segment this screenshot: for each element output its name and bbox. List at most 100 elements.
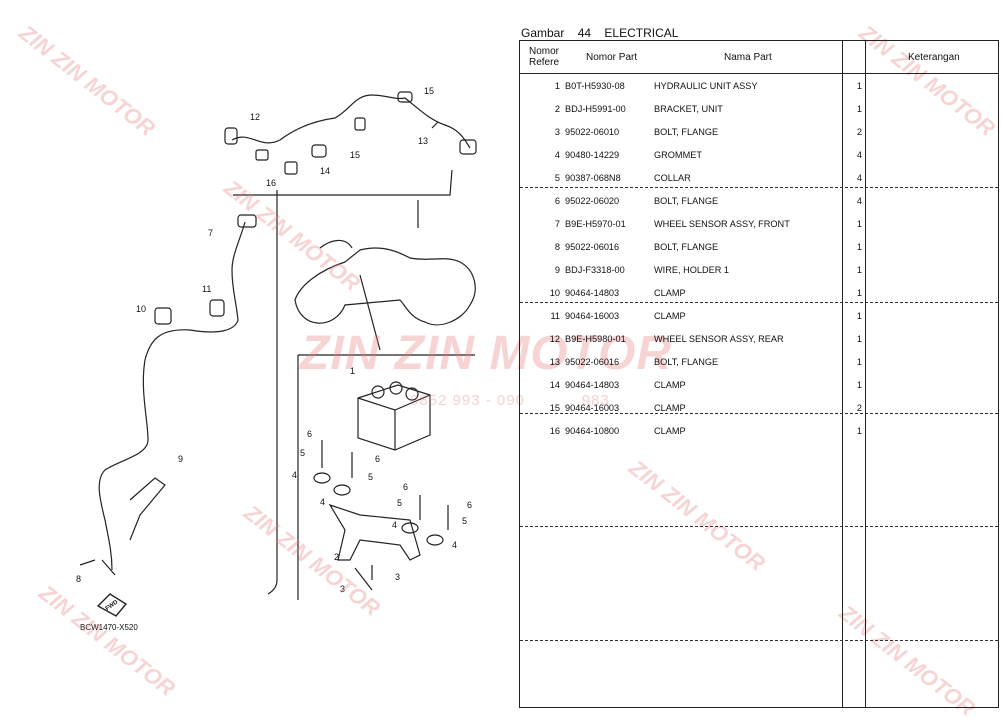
part-number-cell: BDJ-F3318-00 [565,265,625,275]
table-row: 7 B9E-H5970-01 WHEEL SENSOR ASSY, FRONT 1 [520,213,998,236]
header-part-no: Nomor Part [586,51,638,63]
part-name-cell: WHEEL SENSOR ASSY, REAR [654,334,784,344]
part-number-cell: 95022-06020 [565,196,620,206]
ref-cell: 7 [554,219,560,229]
svg-text:8: 8 [76,574,81,584]
quantity-cell: 1 [856,311,862,321]
ref-cell: 15 [549,403,560,413]
part-name-cell: CLAMP [654,311,686,321]
ref-cell: 8 [554,242,560,252]
part-name-cell: COLLAR [654,173,691,183]
quantity-cell: 1 [856,380,862,390]
svg-text:11: 11 [202,284,211,294]
svg-text:5: 5 [462,516,467,526]
svg-text:15: 15 [350,150,360,160]
part-name-cell: BOLT, FLANGE [654,127,719,137]
front-sensor-wire [98,221,246,571]
table-row: 5 90387-068N8 COLLAR 4 [520,167,998,190]
fwd-arrow [96,593,128,617]
part-name-cell: HYDRAULIC UNIT ASSY [654,81,758,91]
part-name-cell: GROMMET [654,150,702,160]
part-name-cell: BOLT, FLANGE [654,196,719,206]
table-row: 1 B0T-H5930-08 HYDRAULIC UNIT ASSY 1 [520,75,998,98]
parts-table: Nomor Refere Nomor Part Nama Part Ketera… [519,40,999,708]
svg-text:3: 3 [395,572,400,582]
svg-text:5: 5 [397,498,402,508]
table-row: 11 90464-16003 CLAMP 1 [520,305,998,328]
header-rule [520,73,998,74]
header-ref: Nomor Refere [528,46,559,68]
svg-text:10: 10 [136,304,146,314]
svg-text:4: 4 [392,520,397,530]
part-name-cell: BOLT, FLANGE [654,357,719,367]
svg-text:12: 12 [250,112,260,122]
ref-cell: 6 [554,196,560,206]
group-separator [520,302,998,303]
quantity-cell: 4 [856,173,862,183]
svg-text:1: 1 [350,366,355,376]
fwd-label: FWD [105,599,120,612]
part-name-cell: BOLT, FLANGE [654,242,719,252]
part-name-cell: WIRE, HOLDER 1 [654,265,730,275]
part-number-cell: B9E-H5980-01 [565,334,626,344]
col-divider [842,41,843,707]
quantity-cell: 1 [856,265,862,275]
quantity-cell: 2 [856,403,862,413]
svg-text:16: 16 [266,178,276,188]
part-number-cell: 90387-068N8 [565,173,621,183]
wire-holder [129,477,166,541]
svg-text:14: 14 [320,166,330,176]
part-number-cell: 90464-14803 [565,380,620,390]
part-number-cell: 90464-16003 [565,311,620,321]
svg-text:6: 6 [403,482,408,492]
watermark-phone: 0852 993 - 090 983 [410,392,610,409]
svg-text:2: 2 [334,552,339,562]
quantity-cell: 1 [856,426,862,436]
ref-cell: 10 [549,288,560,298]
part-number-cell: BDJ-H5991-00 [565,104,626,114]
part-name-cell: CLAMP [654,403,686,413]
part-number-cell: 95022-06016 [565,357,620,367]
figure-label: Gambar [521,26,565,40]
group-separator [520,640,998,641]
ref-cell: 13 [549,357,560,367]
svg-text:6: 6 [307,429,312,439]
header-name: Nama Part [724,51,772,63]
part-number-cell: 90480-14229 [565,150,620,160]
svg-text:6: 6 [375,454,380,464]
part-number-cell: B0T-H5930-08 [565,81,625,91]
part-name-cell: CLAMP [654,380,686,390]
part-number-cell: 90464-16003 [565,403,620,413]
col-divider [865,41,866,707]
ref-cell: 5 [554,173,560,183]
group-separator [520,413,998,414]
quantity-cell: 1 [856,288,862,298]
part-number-cell: B9E-H5970-01 [565,219,626,229]
svg-text:4: 4 [292,470,297,480]
quantity-cell: 1 [856,357,862,367]
part-name-cell: CLAMP [654,288,686,298]
quantity-cell: 1 [856,219,862,229]
svg-text:5: 5 [300,448,305,458]
hydraulic-unit [357,384,431,451]
svg-text:9: 9 [178,454,183,464]
part-number-cell: 95022-06010 [565,127,620,137]
part-number-cell: 90464-10800 [565,426,620,436]
ref-cell: 11 [550,311,560,321]
table-row: 13 95022-06016 BOLT, FLANGE 1 [520,351,998,374]
quantity-cell: 1 [856,81,862,91]
figure-header: Gambar 44 ELECTRICAL [521,26,688,40]
ref-cell: 14 [549,380,560,390]
divider-curve [267,190,278,595]
rear-sensor-wire [231,94,471,149]
svg-text:4: 4 [320,497,325,507]
ref-cell: 1 [554,81,560,91]
unit-bracket [328,503,421,561]
quantity-cell: 4 [856,196,862,206]
part-name-cell: WHEEL SENSOR ASSY, FRONT [654,219,790,229]
